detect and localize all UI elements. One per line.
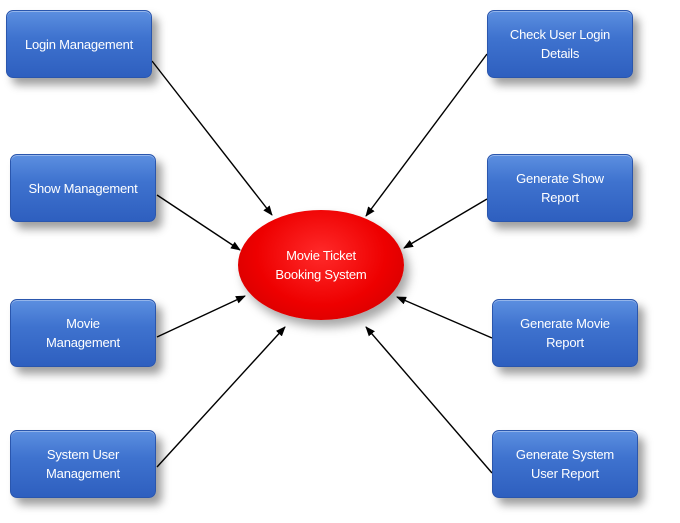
node-label: System User Management [46, 445, 120, 483]
node-generate-movie-report: Generate Movie Report [492, 299, 638, 367]
arrow-system-user [156, 326, 286, 468]
arrow-gen-system-user [365, 326, 493, 474]
node-label: Movie Management [46, 314, 120, 352]
node-label-line2: Management [46, 466, 120, 481]
node-label: Generate Movie Report [520, 314, 610, 352]
node-label-line2: Details [540, 46, 580, 61]
node-label-line1: Generate System [515, 447, 615, 462]
central-system-node: Movie Ticket Booking System [238, 210, 404, 320]
node-label: Check User Login Details [510, 25, 610, 63]
node-label-line2: Management [46, 335, 120, 350]
node-generate-show-report: Generate Show Report [487, 154, 633, 222]
node-label-line1: Generate Show [516, 171, 604, 186]
node-label-line1: Generate Movie [520, 316, 610, 331]
arrow-check-login [365, 53, 488, 217]
central-label-line2: Booking System [275, 267, 367, 282]
arrow-gen-show [403, 198, 488, 249]
central-system-label: Movie Ticket Booking System [275, 246, 366, 284]
arrow-gen-movie [396, 296, 493, 339]
node-label-line1: Check User Login [509, 27, 611, 42]
central-label-line1: Movie Ticket [286, 248, 356, 263]
arrow-movie [156, 295, 246, 338]
node-show-management: Show Management [10, 154, 156, 222]
arrow-login [151, 60, 273, 216]
node-movie-management: Movie Management [10, 299, 156, 367]
arrow-show [156, 194, 241, 251]
node-login-management: Login Management [6, 10, 152, 78]
node-label-line2: User Report [531, 466, 599, 481]
node-check-user-login-details: Check User Login Details [487, 10, 633, 78]
node-label-line2: Report [546, 335, 584, 350]
node-system-user-management: System User Management [10, 430, 156, 498]
node-label-line2: Report [541, 190, 579, 205]
node-label: Generate Show Report [516, 169, 604, 207]
node-generate-system-user-report: Generate System User Report [492, 430, 638, 498]
node-label: Generate System User Report [516, 445, 614, 483]
node-label-line1: Movie [66, 316, 100, 331]
node-label: Login Management [24, 36, 134, 52]
node-label: Show Management [28, 180, 138, 196]
node-label-line1: System User [46, 447, 120, 462]
